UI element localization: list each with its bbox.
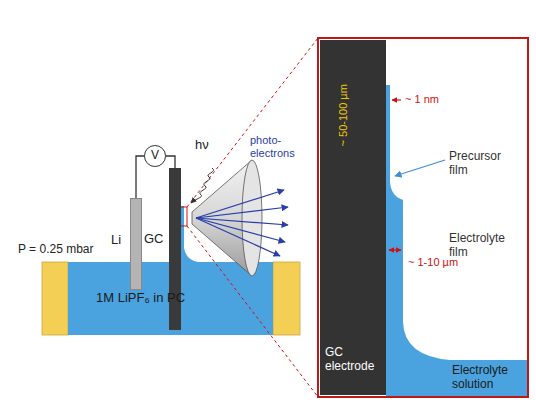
node-text: GC — [144, 232, 164, 247]
gc-electrode-zoom: GC electrode — [320, 40, 386, 395]
node-text: V — [151, 149, 159, 163]
precursor-label: Precursor film — [449, 150, 513, 178]
solution-label: Electrolyte solution — [452, 364, 524, 392]
dimension-arrow — [392, 99, 401, 100]
zoom-box — [318, 38, 528, 397]
wire — [166, 156, 175, 168]
leader-line — [395, 160, 445, 176]
thickness-label: ~ 1-10 µm — [408, 256, 458, 269]
gc-electrode: GC — [169, 168, 181, 330]
length-label: ~ 50-100 µm — [337, 84, 350, 146]
thickness-label: ~ 1 nm — [405, 93, 439, 106]
cell-wall — [42, 262, 68, 335]
electrolyte-film-zoom — [386, 85, 527, 396]
li-electrode: Li — [130, 198, 142, 290]
photoelectron-label: photo- electrons — [250, 134, 308, 159]
pressure-label: P = 0.25 mbar — [18, 243, 94, 257]
cell-wall — [273, 262, 300, 335]
photon-label: hν — [195, 138, 209, 153]
node-text: GC electrode — [325, 346, 383, 374]
film-label: Electrolyte film — [449, 232, 521, 260]
voltmeter-circle: V — [144, 145, 166, 167]
analyzer-opening — [242, 160, 262, 276]
photon-wave — [191, 168, 214, 203]
node-text: Li — [111, 233, 121, 248]
electrolyte-label: 1M LiPF₆ in PC — [96, 291, 185, 306]
dimension-arrow — [389, 249, 401, 250]
wire — [136, 156, 144, 198]
photoelectron-arrows — [196, 190, 288, 256]
